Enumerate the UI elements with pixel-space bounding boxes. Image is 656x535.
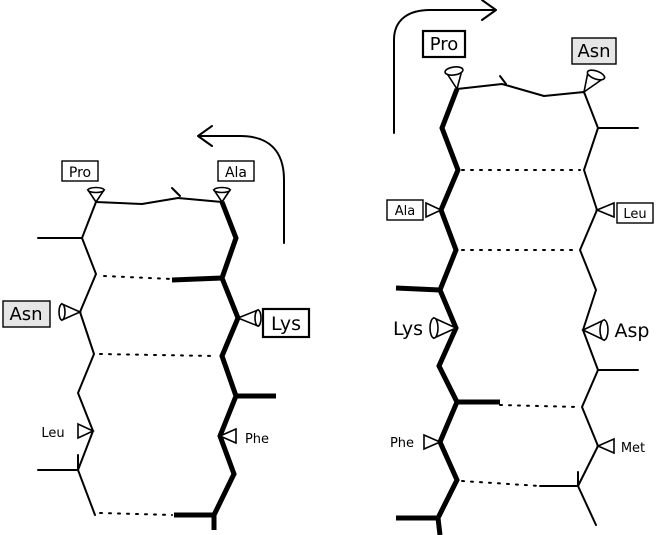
left-lys-label-box bbox=[261, 307, 311, 339]
left-leu-cone bbox=[77, 422, 95, 440]
right-asn-label: Asn bbox=[577, 41, 610, 62]
left-ala-label: Ala bbox=[225, 165, 247, 181]
left-asn-label-box bbox=[2, 300, 51, 328]
right-asn-label-box bbox=[571, 37, 617, 65]
right-pro-label-box bbox=[421, 29, 467, 59]
right-ala-label: Ala bbox=[395, 204, 415, 219]
right-ala-label-box bbox=[386, 199, 424, 221]
right-hbond-3 bbox=[499, 404, 579, 408]
left-asn-label: Asn bbox=[9, 304, 42, 325]
left-strand-a bbox=[77, 201, 97, 516]
left-hbond-1 bbox=[103, 275, 173, 280]
left-pro-label-box bbox=[61, 160, 99, 182]
right-hbond-4 bbox=[461, 480, 541, 487]
left-hairpin: Pro Ala Asn Lys Leu Phe bbox=[2, 125, 311, 530]
right-leu-label-box bbox=[616, 202, 654, 224]
left-turn-loop bbox=[95, 197, 223, 205]
right-leu-label: Leu bbox=[623, 207, 646, 222]
left-ala-label-box bbox=[217, 160, 255, 182]
left-lys-label: Lys bbox=[271, 313, 301, 335]
right-pro-label: Pro bbox=[430, 34, 459, 55]
right-strand-a bbox=[435, 88, 461, 535]
right-met-cone bbox=[596, 437, 615, 455]
left-leu-label: Leu bbox=[41, 426, 64, 441]
right-hairpin: Pro Asn Ala Leu Lys Asp Phe Met bbox=[386, 0, 654, 535]
right-asp-label: Asp bbox=[615, 320, 650, 342]
right-phe-label: Phe bbox=[390, 436, 414, 451]
right-phe-cone bbox=[423, 433, 442, 451]
left-phe-label: Phe bbox=[245, 432, 269, 447]
right-direction-arrow bbox=[393, 0, 497, 134]
right-turn-loop bbox=[456, 83, 585, 97]
left-hbond-2 bbox=[99, 353, 215, 357]
right-ala-cone bbox=[425, 201, 443, 219]
left-strand-b bbox=[211, 201, 241, 517]
right-met-label: Met bbox=[621, 441, 645, 456]
left-pro-label: Pro bbox=[69, 165, 91, 181]
left-phe-cone bbox=[218, 427, 237, 445]
left-hbond-3 bbox=[99, 512, 173, 516]
right-lys-label: Lys bbox=[393, 318, 423, 340]
left-direction-arrow bbox=[197, 125, 285, 244]
right-leu-cone bbox=[594, 201, 615, 219]
right-strand-b bbox=[577, 91, 599, 526]
